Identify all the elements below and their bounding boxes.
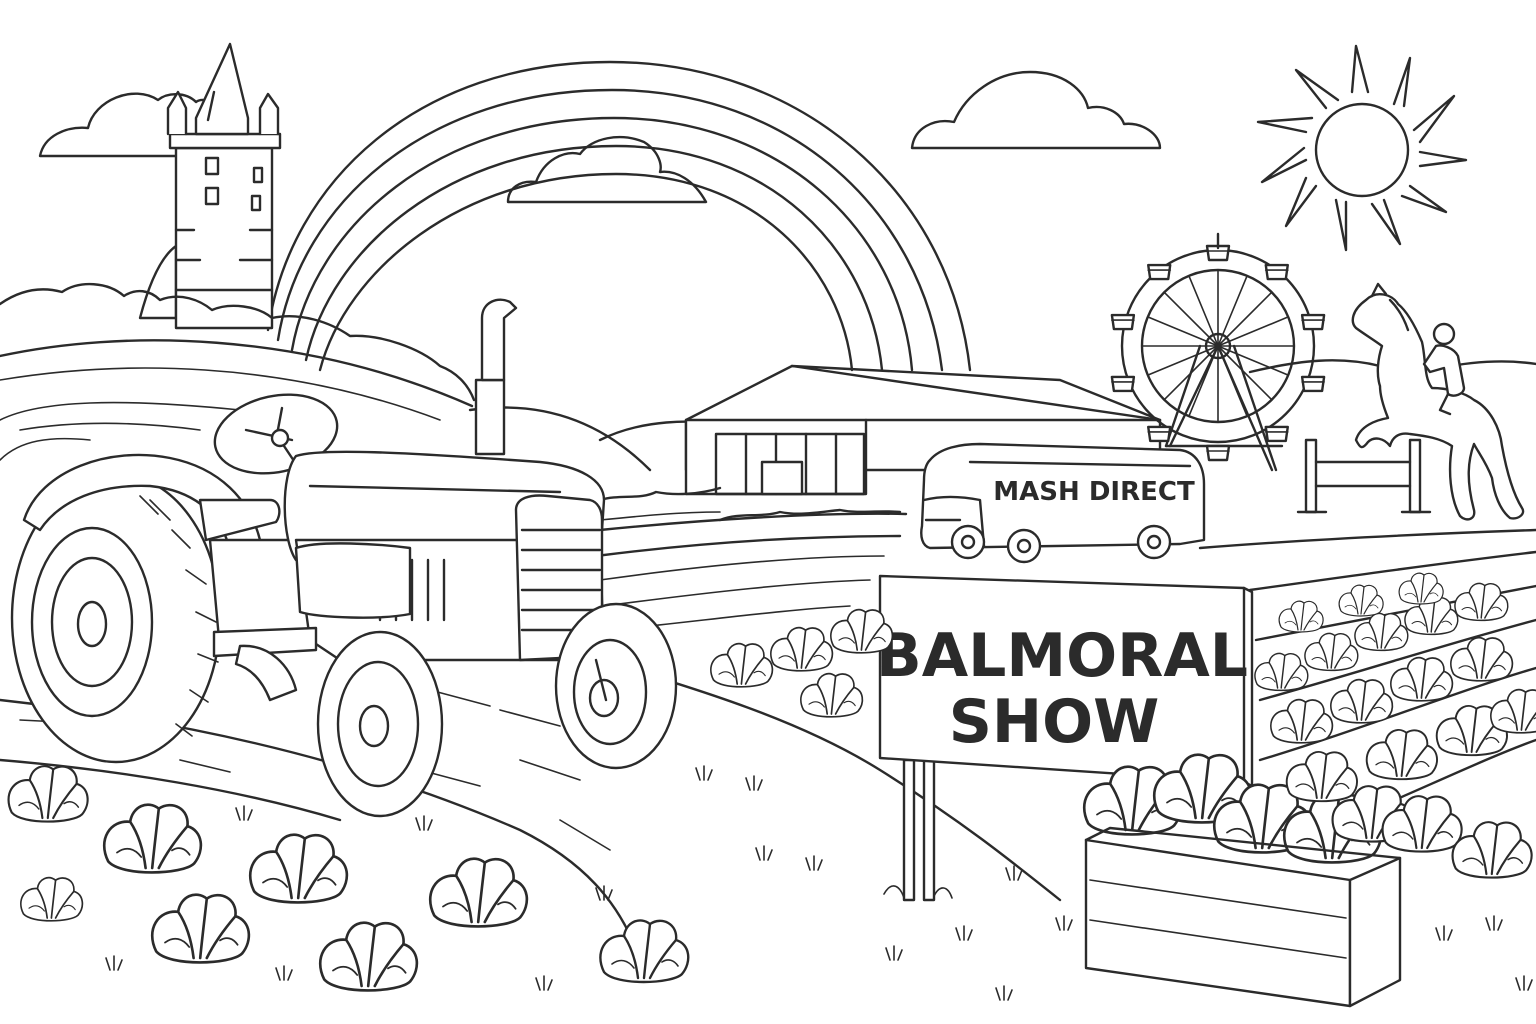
lettuce xyxy=(248,833,349,904)
gondola xyxy=(1300,375,1326,393)
lettuce xyxy=(7,765,89,823)
horse-and-rider xyxy=(1351,282,1525,521)
van-brand-label: MASH DIRECT xyxy=(993,477,1195,507)
gondola xyxy=(1147,425,1172,443)
gondola xyxy=(1205,444,1231,462)
lettuce-plants xyxy=(7,572,1536,992)
lettuce xyxy=(428,857,529,928)
lettuce-crate xyxy=(1082,753,1413,1008)
plowed-field xyxy=(0,367,441,461)
gondola xyxy=(1110,375,1136,393)
show-hall xyxy=(684,364,1162,496)
sign-line-1: BALMORAL xyxy=(876,621,1248,691)
lettuce xyxy=(1354,612,1409,652)
gondola xyxy=(1110,313,1136,331)
lettuce xyxy=(1454,582,1509,622)
cloud-middle xyxy=(506,135,708,204)
ferris-wheel xyxy=(1110,232,1326,472)
gondola xyxy=(1300,313,1326,331)
lettuce xyxy=(1490,688,1536,734)
sign-line-2: SHOW xyxy=(949,687,1160,757)
cloud-top-center xyxy=(910,70,1162,150)
lettuce xyxy=(1450,636,1514,682)
lettuce xyxy=(1285,751,1358,803)
hedge-row xyxy=(598,486,902,522)
lettuce xyxy=(150,893,251,964)
sun-icon xyxy=(1256,44,1468,252)
lettuce xyxy=(1270,698,1334,744)
show-jump-fence xyxy=(1296,438,1432,514)
lettuce xyxy=(710,642,774,688)
lettuce xyxy=(1451,821,1533,879)
gondola xyxy=(1264,263,1289,281)
rainbow xyxy=(266,60,972,372)
lettuce xyxy=(1338,584,1384,617)
gondola xyxy=(1147,263,1172,281)
lettuce xyxy=(1304,632,1359,672)
lettuce xyxy=(1435,705,1508,757)
lettuce xyxy=(1390,656,1454,702)
gondola xyxy=(1205,244,1231,262)
lettuce xyxy=(1398,572,1444,605)
lettuce xyxy=(20,876,84,922)
gondola xyxy=(1264,425,1289,443)
lettuce xyxy=(830,608,894,654)
lettuce xyxy=(800,672,864,718)
lettuce xyxy=(1278,600,1324,633)
lettuce xyxy=(599,919,690,984)
lettuce xyxy=(1330,678,1394,724)
castle-tower xyxy=(138,42,282,330)
lettuce xyxy=(1404,596,1459,636)
lettuce xyxy=(102,803,203,874)
lettuce xyxy=(1365,729,1438,781)
tractor xyxy=(10,298,678,818)
grass-tufts xyxy=(105,765,1533,1001)
lettuce xyxy=(318,921,419,992)
balmoral-show-sign: BALMORAL SHOW xyxy=(876,574,1254,902)
van: MASH DIRECT xyxy=(920,442,1206,564)
lettuce xyxy=(1381,795,1463,853)
lettuce xyxy=(1254,652,1309,692)
lettuce xyxy=(770,626,834,672)
